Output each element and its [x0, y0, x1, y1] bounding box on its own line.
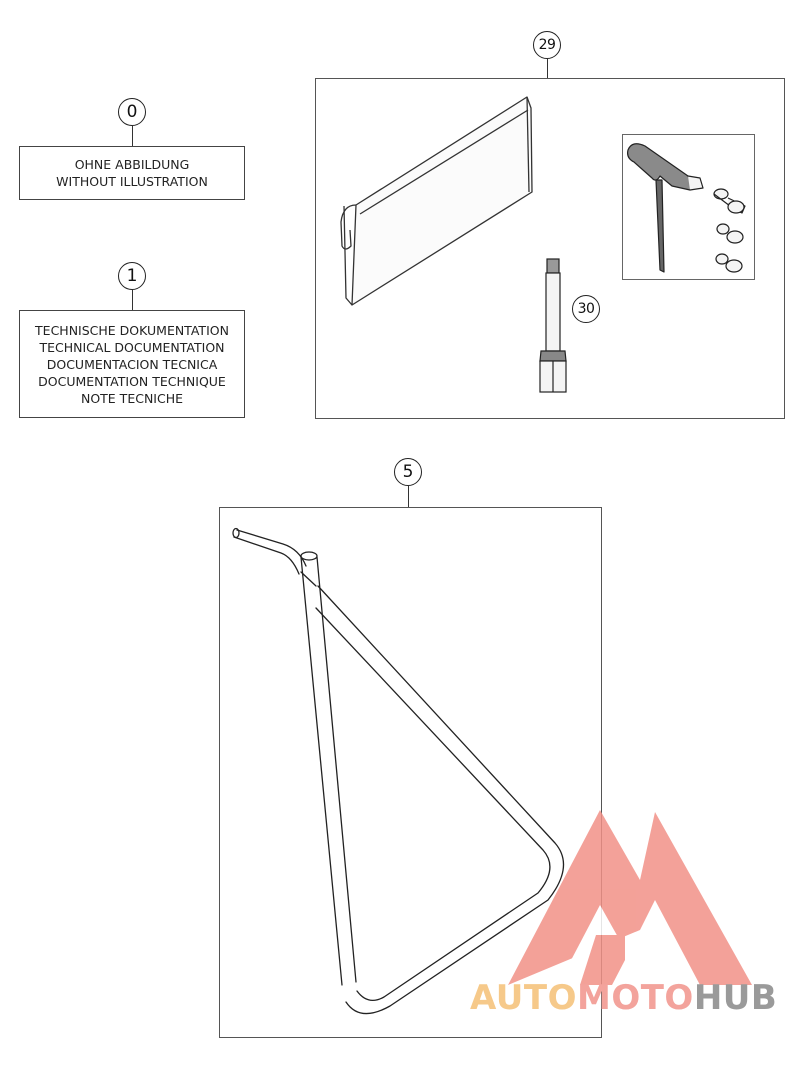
leader-line-0 [132, 126, 133, 146]
side-stand-frame [219, 507, 602, 1038]
wordmark-moto: MOTO [576, 978, 694, 1018]
hex-key-set-frame [622, 134, 755, 280]
callout-29: 29 [533, 31, 561, 59]
leader-line-5 [408, 486, 409, 507]
wordmark-auto: AUTO [470, 978, 577, 1018]
leader-line-29 [547, 59, 548, 78]
without-illustration-line-de: OHNE ABBILDUNG [74, 157, 190, 172]
tool-kit-frame [315, 78, 785, 419]
callout-30: 30 [572, 295, 600, 323]
callout-1: 1 [118, 262, 146, 290]
wordmark-hub: HUB [693, 978, 778, 1018]
callout-5: 5 [394, 458, 422, 486]
tech-doc-line-it: NOTE TECNICHE [80, 390, 184, 406]
tech-doc-line-de: TECHNISCHE DOKUMENTATION [35, 322, 229, 338]
technical-documentation-box: TECHNISCHE DOKUMENTATION TECHNICAL DOCUM… [19, 310, 245, 418]
callout-0: 0 [118, 98, 146, 126]
tech-doc-line-es: DOCUMENTACION TECNICA [46, 356, 218, 372]
automotohub-wordmark: AUTOMOTOHUB [470, 978, 777, 1018]
leader-line-1 [132, 290, 133, 310]
without-illustration-line-en: WITHOUT ILLUSTRATION [56, 174, 208, 189]
tech-doc-line-en: TECHNICAL DOCUMENTATION [39, 339, 225, 355]
tech-doc-line-fr: DOCUMENTATION TECHNIQUE [38, 373, 226, 389]
without-illustration-box: OHNE ABBILDUNG WITHOUT ILLUSTRATION [19, 146, 245, 200]
